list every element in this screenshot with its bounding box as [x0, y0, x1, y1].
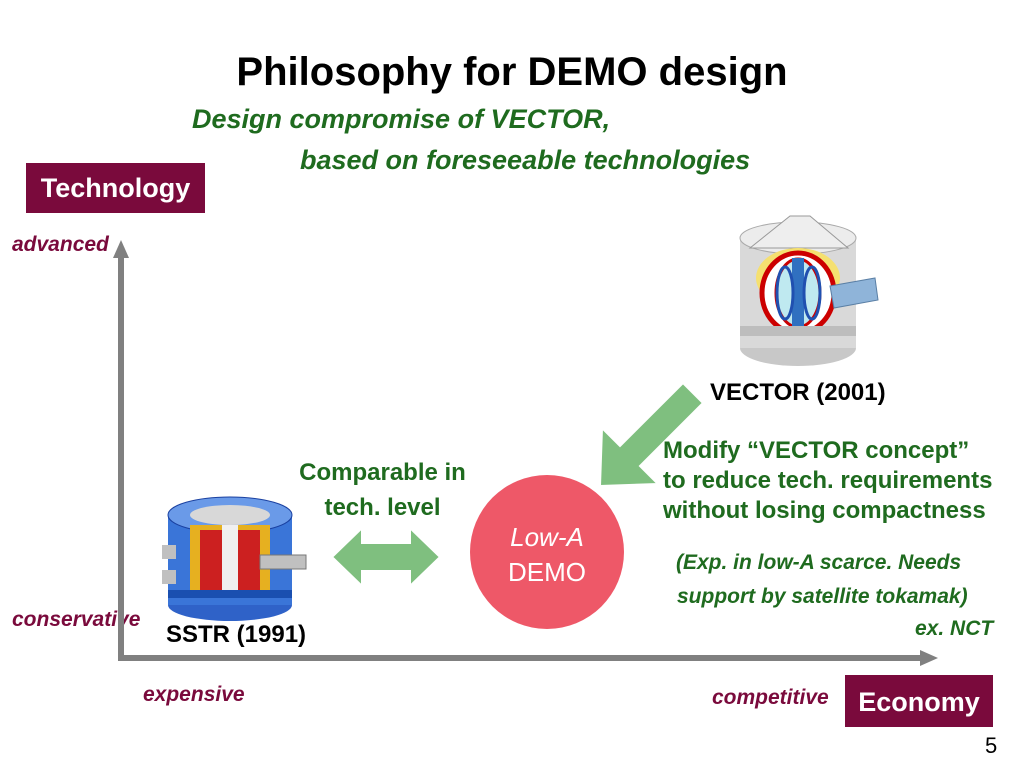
comparable-line-1: Comparable in: [299, 459, 466, 486]
sstr-label: SSTR (1991): [166, 621, 307, 648]
subtitle-line-2: based on foreseeable technologies: [300, 145, 751, 175]
competitive-label: competitive: [712, 686, 829, 709]
subtitle-line-1: Design compromise of VECTOR,: [192, 104, 611, 134]
economy-box: Economy: [845, 675, 993, 727]
modify-line-3: without losing compactness: [663, 497, 986, 524]
demo-line-1: Low-A: [510, 522, 584, 552]
demo-line-2: DEMO: [508, 557, 586, 587]
note-line-1: (Exp. in low-A scarce. Needs: [676, 551, 962, 574]
comparable-text: Comparable in tech. level: [280, 455, 485, 525]
comparable-double-arrow: [330, 525, 442, 589]
sstr-reactor-image: [162, 496, 307, 621]
modify-line-1: Modify “VECTOR concept”: [663, 437, 970, 464]
economy-label: Economy: [858, 687, 980, 717]
page-number: 5: [985, 733, 998, 758]
modify-line-2: to reduce tech. requirements: [663, 467, 993, 494]
demo-text: Low-A DEMO: [470, 520, 624, 590]
vector-label: VECTOR (2001): [710, 379, 886, 406]
page-title: Philosophy for DEMO design: [236, 50, 788, 94]
note-line-2: support by satellite tokamak): [677, 585, 968, 608]
vector-reactor-image: [739, 215, 879, 366]
note-line-3: ex. NCT: [915, 617, 994, 640]
y-axis-arrow: [113, 240, 129, 660]
comparable-line-2: tech. level: [324, 494, 441, 521]
conservative-label: conservative: [12, 608, 141, 631]
demo-circle: [470, 475, 624, 629]
modify-text: Modify “VECTOR concept” to reduce tech. …: [663, 436, 992, 526]
advanced-label: advanced: [12, 233, 109, 256]
technology-label: Technology: [40, 173, 191, 203]
modify-arrow: [598, 381, 705, 488]
x-axis-arrow: [118, 650, 938, 666]
expensive-label: expensive: [143, 683, 245, 706]
technology-box: Technology: [26, 163, 205, 213]
